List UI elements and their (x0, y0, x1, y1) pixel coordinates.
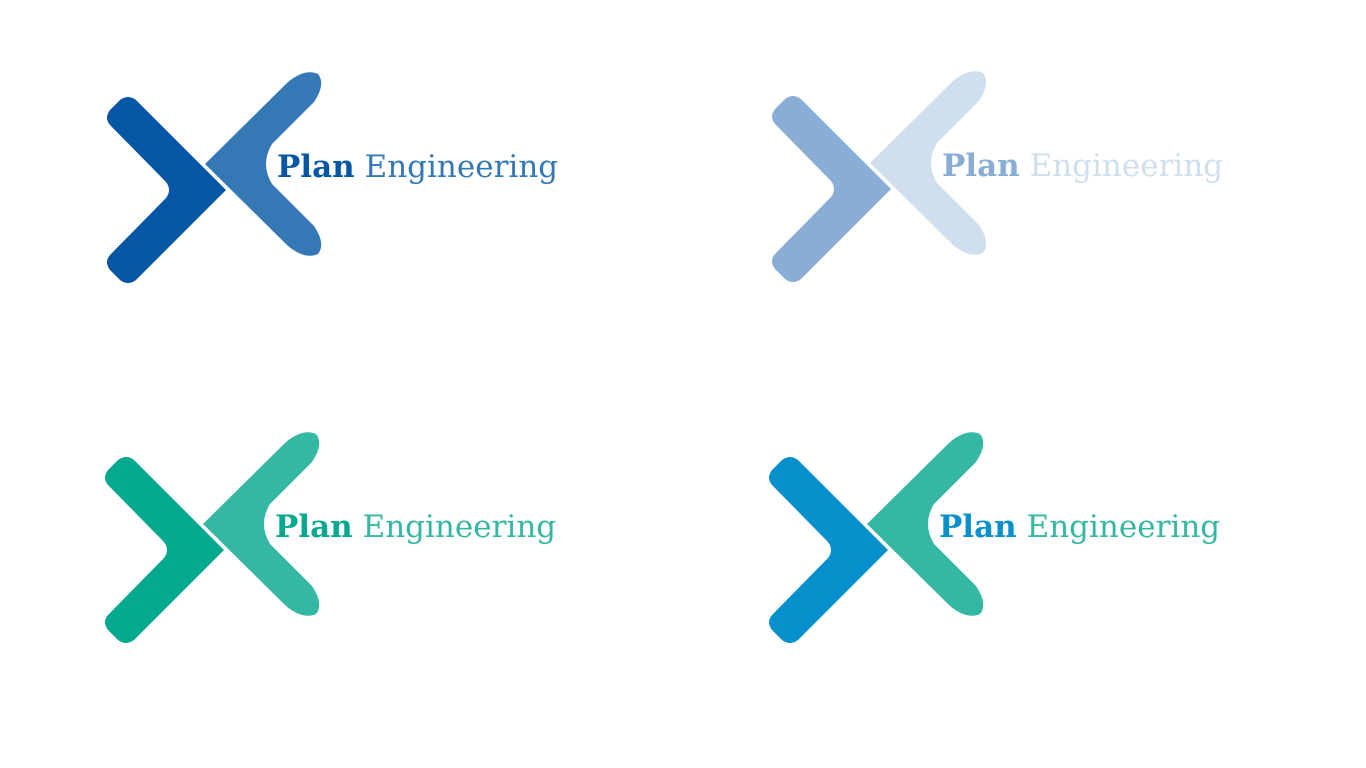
left-chevron-mark (772, 96, 891, 282)
wordmark-plan: Plan (942, 148, 1020, 184)
wordmark: Plan Engineering (939, 509, 1220, 545)
wordmark: Plan Engineering (275, 509, 556, 545)
wordmark-plan: Plan (275, 509, 353, 545)
logo-teal: Plan Engineering (105, 432, 556, 643)
wordmark-engineering: Engineering (363, 509, 557, 545)
left-chevron-mark (107, 97, 226, 283)
logo-pale-blue: Plan Engineering (772, 71, 1223, 282)
logo-primary-blue: Plan Engineering (107, 72, 558, 283)
wordmark: Plan Engineering (277, 149, 558, 185)
wordmark-plan: Plan (939, 509, 1017, 545)
left-chevron-mark (769, 457, 888, 643)
wordmark-engineering: Engineering (1030, 148, 1224, 184)
left-chevron-mark (105, 457, 224, 643)
wordmark: Plan Engineering (942, 148, 1223, 184)
wordmark-plan: Plan (277, 149, 355, 185)
wordmark-engineering: Engineering (1027, 509, 1221, 545)
logo-cyan-teal: Plan Engineering (769, 432, 1220, 643)
wordmark-engineering: Engineering (365, 149, 559, 185)
